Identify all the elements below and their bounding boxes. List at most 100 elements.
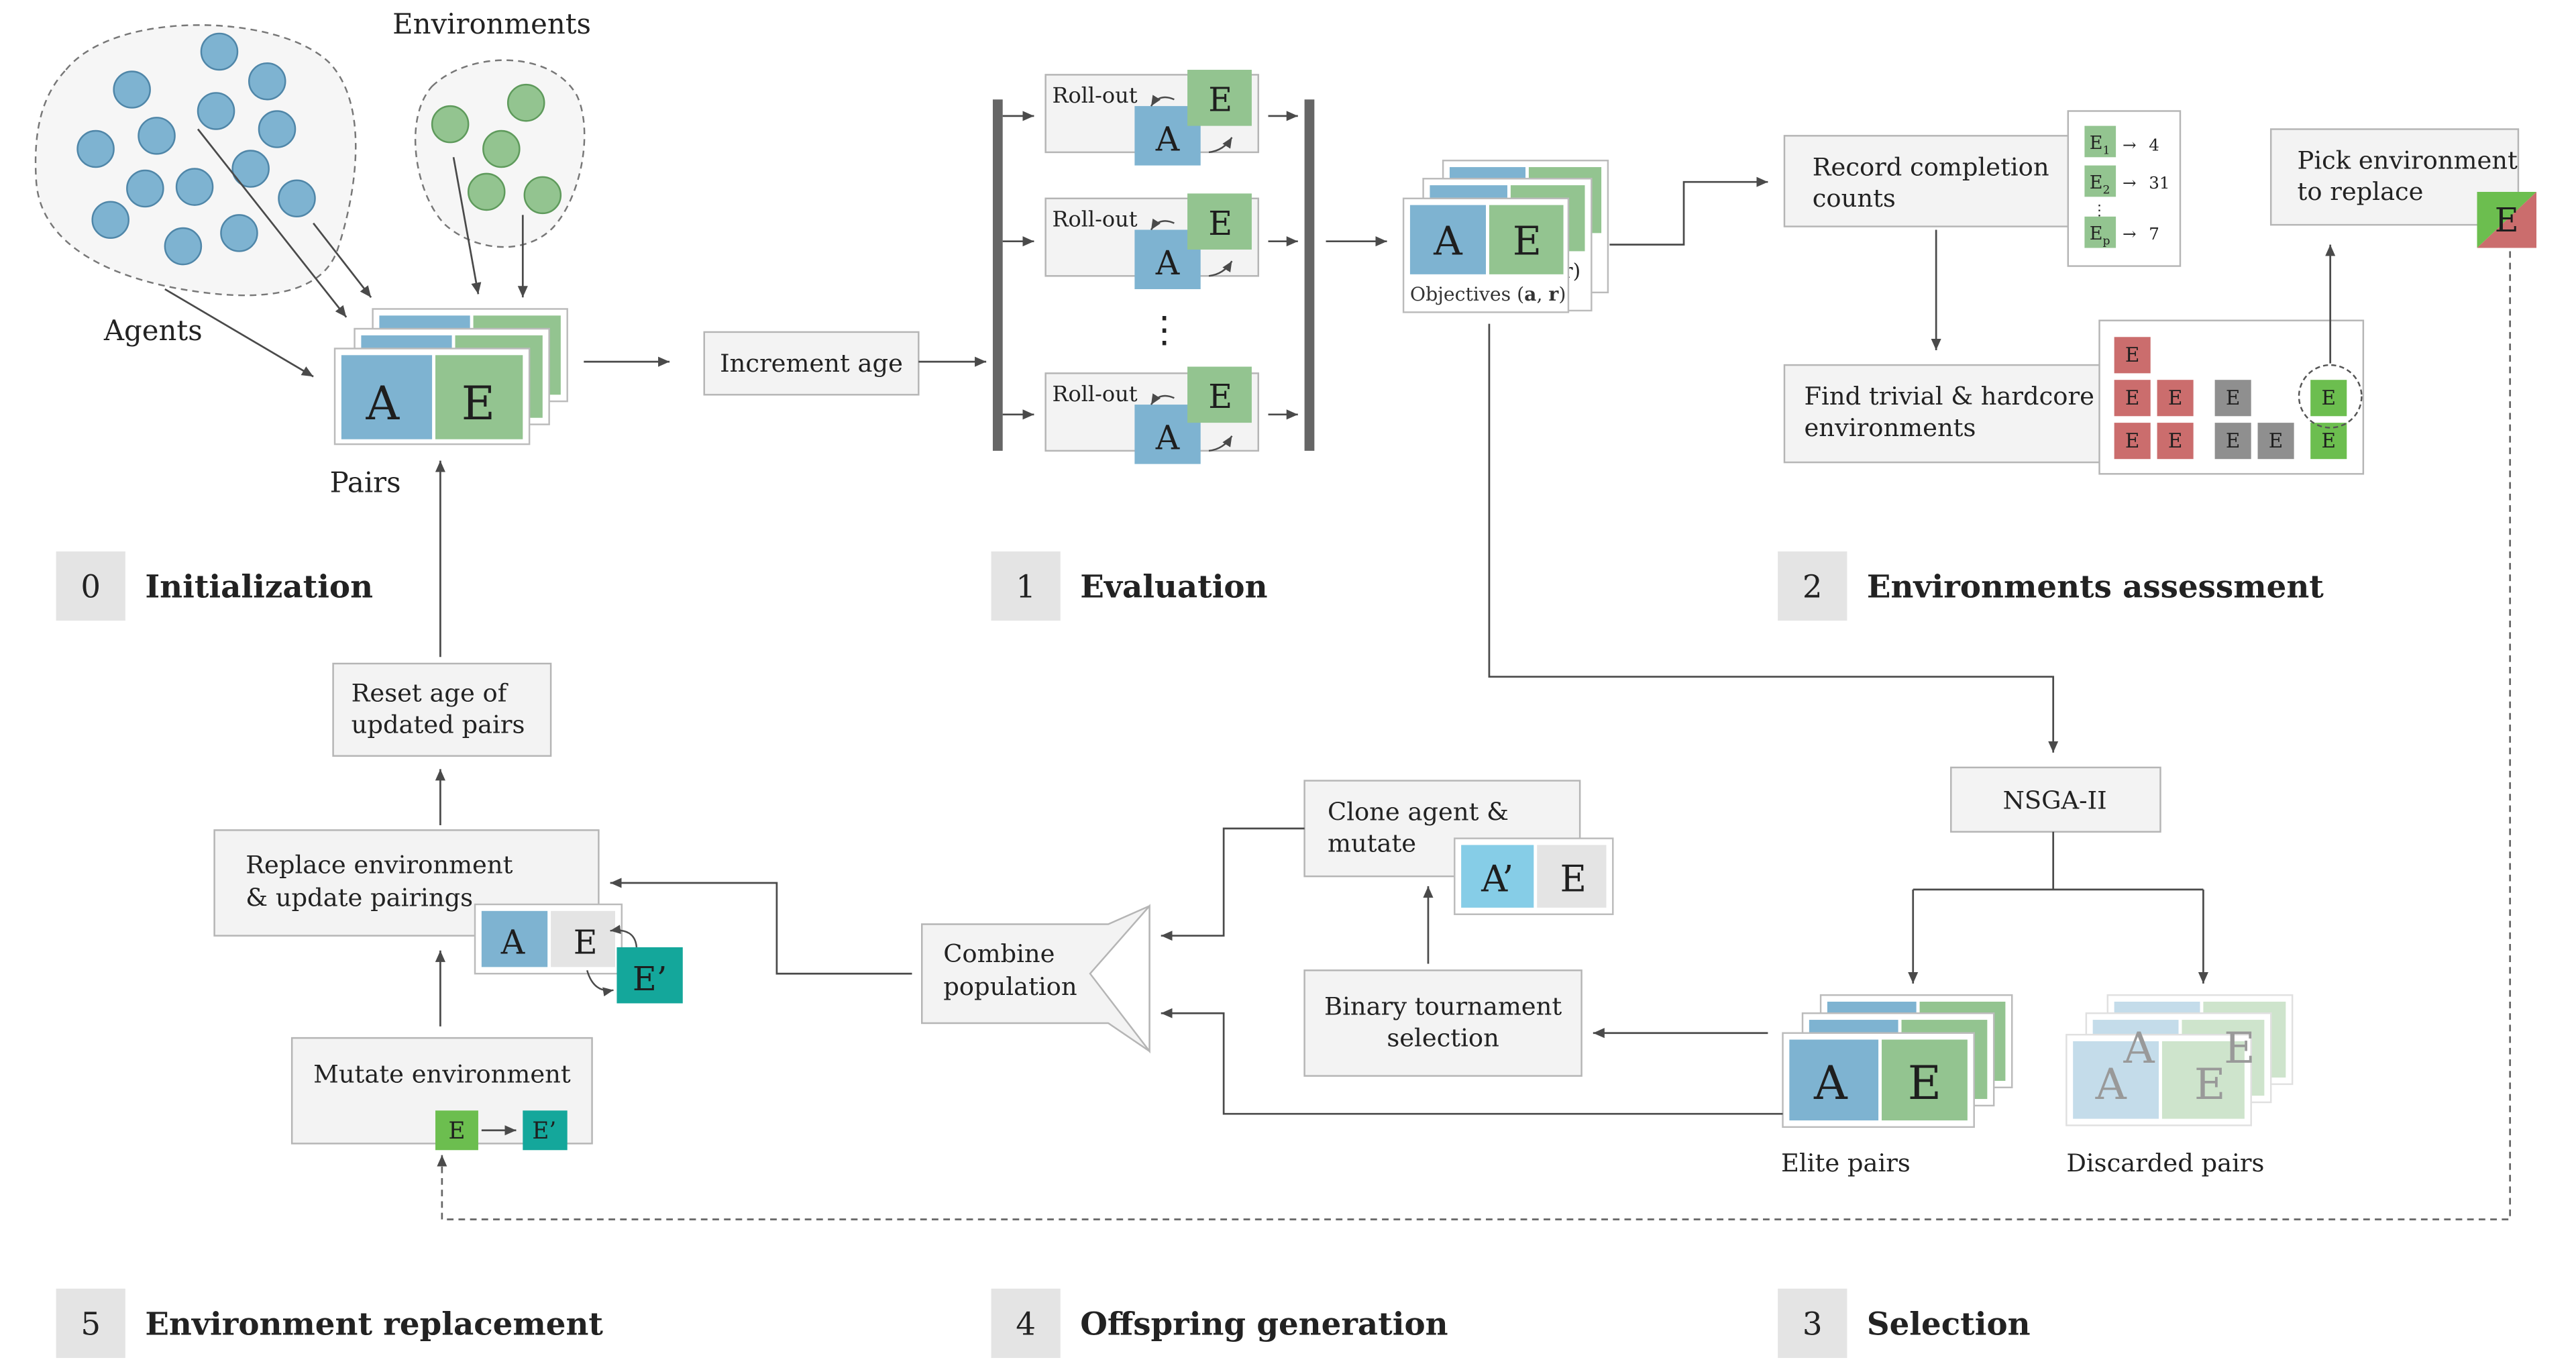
grid-env: E xyxy=(2321,386,2336,409)
arrow-clone-to-combine xyxy=(1161,827,1305,941)
stage-2-number: 2 xyxy=(1803,570,1823,606)
discarded-agent-back: A xyxy=(2123,1024,2155,1073)
count-1-value: 4 xyxy=(2149,135,2159,154)
binary-box xyxy=(1303,969,1582,1077)
clone-env-letter: E xyxy=(1560,857,1587,900)
find-line1: Find trivial & hardcore xyxy=(1804,382,2094,411)
fanin-bar xyxy=(1304,99,1315,451)
discarded-agent: A xyxy=(2095,1060,2127,1110)
stage-4-badge xyxy=(991,1288,1061,1359)
replace-line2: & update pairings xyxy=(246,883,473,912)
pick-line2: to replace xyxy=(2298,177,2424,206)
elite-env: E xyxy=(1908,1057,1941,1110)
increment-age-box xyxy=(703,331,920,396)
elite-agent: A xyxy=(1813,1057,1848,1110)
stage-0-badge xyxy=(56,551,125,621)
objectives-stack: r) A E Objectives (a, r) xyxy=(1402,160,1609,313)
increment-age-label: Increment age xyxy=(720,349,903,378)
pick-env-letter: E xyxy=(2495,201,2519,240)
stage-1-number: 1 xyxy=(1016,570,1036,606)
environments-label: Environments xyxy=(392,7,591,40)
pairs-stack: A E xyxy=(333,308,568,445)
discarded-stack: A E A E xyxy=(2065,994,2294,1126)
arrow-to-nsga xyxy=(1488,323,2059,753)
agent-dots xyxy=(76,32,316,266)
clone-line2: mutate xyxy=(1328,829,1416,857)
count-2-value: 31 xyxy=(2149,173,2169,193)
stage-5-number: 5 xyxy=(80,1307,101,1343)
rollout-2: Roll-out A E xyxy=(1044,193,1259,289)
stage-4-number: 4 xyxy=(1016,1307,1036,1343)
rollout-1-label: Roll-out xyxy=(1052,83,1137,108)
count-p-arrow: → xyxy=(2123,224,2137,244)
objectives-agent: A xyxy=(1433,217,1463,264)
stage-1-badge xyxy=(991,551,1061,621)
grid-env: E xyxy=(2125,429,2140,452)
stage-0-number: 0 xyxy=(80,570,101,606)
mutate-env-letter: E xyxy=(448,1118,465,1145)
reset-line2: updated pairs xyxy=(352,710,525,739)
objectives-label: Objectives (a, r) xyxy=(1410,282,1566,305)
stage-4-title: Offspring generation xyxy=(1080,1306,1448,1343)
grid-env: E xyxy=(2269,429,2284,452)
pairs-label: Pairs xyxy=(330,466,401,498)
nsga-box xyxy=(1950,766,2161,833)
agents-label: Agents xyxy=(103,314,203,347)
stage-3-badge xyxy=(1778,1288,1847,1359)
discarded-label: Discarded pairs xyxy=(2066,1149,2264,1177)
rollout-2-agent: A xyxy=(1155,244,1180,282)
rollout-1-agent: A xyxy=(1155,119,1180,158)
combine-line2: population xyxy=(943,972,1077,1001)
grid-env: E xyxy=(2168,386,2183,409)
replace-line1: Replace environment xyxy=(246,850,513,879)
objectives-env: E xyxy=(1513,217,1542,264)
count-1-arrow: → xyxy=(2123,135,2137,154)
fanout-bar xyxy=(992,99,1003,451)
rollout-3-agent: A xyxy=(1155,418,1180,457)
rollout-ellipsis: ⋮ xyxy=(1146,309,1183,351)
replace-env-prime: E’ xyxy=(633,959,667,998)
rollout-3-label: Roll-out xyxy=(1052,381,1137,407)
grid-env: E xyxy=(2168,429,2183,452)
pair-agent-letter: A xyxy=(365,377,400,431)
binary-line1: Binary tournament xyxy=(1324,992,1562,1021)
mutate-icon: E E’ xyxy=(435,1110,568,1151)
rollout-1: Roll-out A E xyxy=(1044,70,1259,166)
grid-env: E xyxy=(2321,429,2336,452)
pick-env-square: E xyxy=(2477,191,2536,248)
find-line2: environments xyxy=(1804,413,1976,442)
count-2-env: E2 xyxy=(2090,172,2110,197)
find-box xyxy=(1783,364,2107,464)
stage-2-title: Environments assessment xyxy=(1867,569,2324,606)
replace-env-letter: E xyxy=(574,923,598,962)
stage-0-title: Initialization xyxy=(145,569,373,606)
arrow-to-record xyxy=(1609,176,1768,246)
count-2-arrow: → xyxy=(2123,173,2137,193)
counts-ellipsis: ⋮ xyxy=(2092,201,2106,219)
mutate-env-prime: E’ xyxy=(532,1118,556,1145)
rollout-3-env: E xyxy=(1208,377,1232,416)
count-1-env: E1 xyxy=(2090,133,2110,157)
reset-line1: Reset age of xyxy=(352,679,508,708)
clone-agent-letter: A’ xyxy=(1481,857,1513,900)
combine-box xyxy=(921,904,1150,1054)
elite-label: Elite pairs xyxy=(1781,1149,1911,1177)
elite-stack: A E xyxy=(1782,994,2013,1128)
grid-env: E xyxy=(2125,344,2140,366)
reset-box xyxy=(332,662,552,757)
record-box xyxy=(1783,135,2094,227)
grid-env: E xyxy=(2125,386,2140,409)
replace-pair: A E E’ xyxy=(474,903,683,1004)
discarded-env: E xyxy=(2194,1060,2226,1110)
dashed-pick-to-mutate xyxy=(437,251,2512,1220)
arrow-elite-to-combine xyxy=(1161,1008,1783,1115)
count-p-value: 7 xyxy=(2149,224,2159,244)
grid-env: E xyxy=(2226,429,2241,452)
init-arrows xyxy=(164,128,528,378)
record-line1: Record completion xyxy=(1813,152,2049,181)
stage-1-title: Evaluation xyxy=(1080,569,1267,606)
env-grid-panel: E E E E E E E E E E xyxy=(2098,319,2365,475)
rollout-3: Roll-out A E xyxy=(1044,366,1259,464)
replace-agent-letter: A xyxy=(500,923,525,962)
